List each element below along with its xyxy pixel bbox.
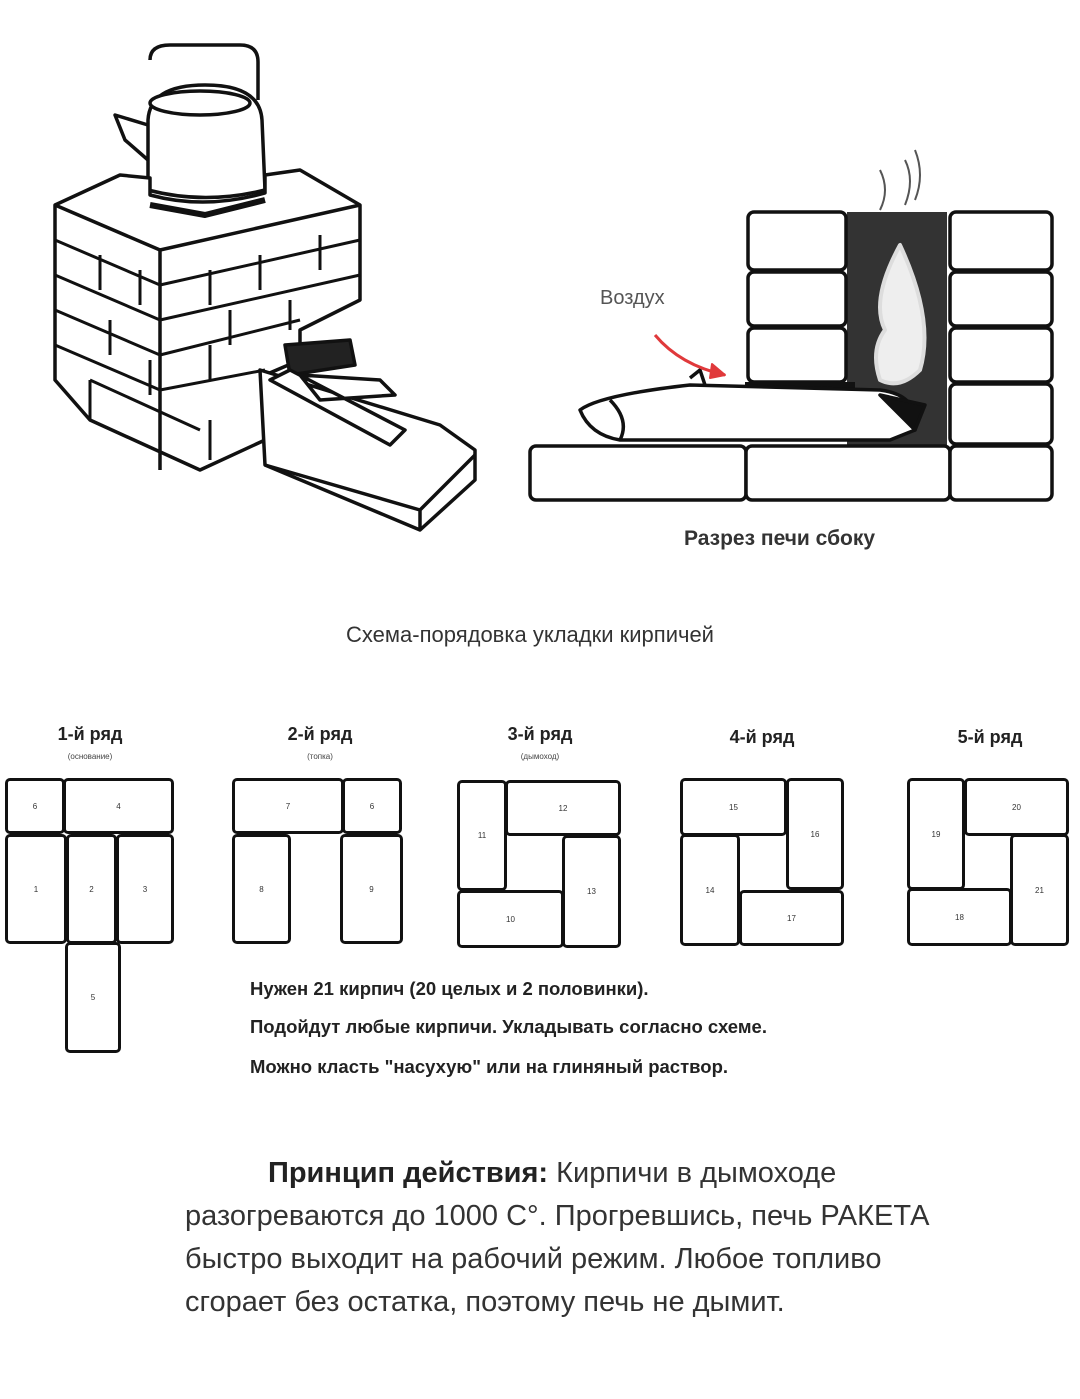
row-2-subtitle: (топка): [307, 752, 333, 761]
brick-half: 6: [5, 778, 65, 834]
note-mortar: Можно класть "насухую" или на глиняный р…: [250, 1056, 729, 1077]
row-3-subtitle: (дымоход): [520, 752, 560, 761]
note-any-bricks: Подойдут любые кирпичи. Укладывать согла…: [250, 1016, 767, 1037]
principle-label: Принцип действия:: [268, 1157, 549, 1189]
brick: 7: [232, 778, 344, 834]
brick: 9: [340, 834, 403, 944]
brick: 5: [65, 942, 121, 1053]
brick: 4: [63, 778, 174, 834]
brick: 11: [457, 780, 507, 891]
row-2-heading: 2-й ряд: [287, 724, 353, 744]
brick: 19: [907, 778, 965, 890]
principle-paragraph: Принцип действия: Кирпичи в дымоходе раз…: [185, 1152, 985, 1324]
brick: 2: [66, 834, 117, 944]
brick: 10: [457, 890, 564, 948]
side-view-caption: Разрез печи сбоку: [684, 527, 876, 550]
brick: 12: [505, 780, 621, 836]
note-brick-count: Нужен 21 кирпич (20 целых и 2 половинки)…: [250, 978, 649, 999]
row-5-heading: 5-й ряд: [957, 727, 1023, 747]
brick: 3: [116, 834, 174, 944]
brick: 14: [680, 834, 740, 946]
brick: 17: [739, 890, 844, 946]
brick: 18: [907, 888, 1012, 946]
air-label: Воздух: [600, 287, 665, 309]
brick: 20: [964, 778, 1069, 836]
row-1-heading: 1-й ряд: [57, 724, 123, 744]
row-1-subtitle: (основание): [67, 752, 113, 761]
brick-half: 6: [342, 778, 402, 834]
brick: 8: [232, 834, 291, 944]
brick: 15: [680, 778, 787, 836]
side-section-drawing: [528, 149, 1054, 502]
row-3-heading: 3-й ряд: [507, 724, 573, 744]
brick: 1: [5, 834, 67, 944]
principle-text: Кирпичи в дымоходе разогреваются до 1000…: [185, 1157, 930, 1318]
row-4-heading: 4-й ряд: [729, 727, 795, 747]
brick: 16: [786, 778, 844, 890]
brick: 13: [562, 835, 621, 948]
stove-illustrations: [53, 43, 1054, 532]
brick: 21: [1010, 834, 1069, 946]
scheme-title: Схема-порядовка укладки кирпичей: [346, 622, 714, 647]
stove-with-kettle-drawing: [53, 43, 477, 532]
